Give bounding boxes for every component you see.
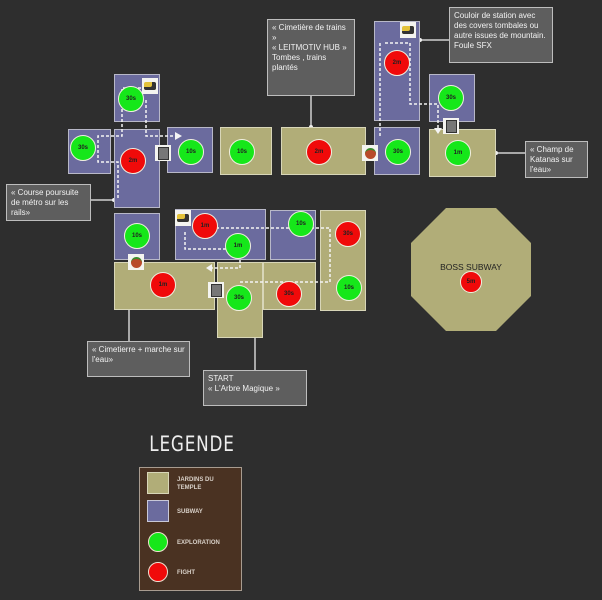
legend-exploration-swatch (148, 532, 168, 552)
fruit-icon (128, 254, 144, 270)
callout-cimetiere-trains: « Cimetière de trains » « LEITMOTIV HUB … (267, 19, 355, 96)
fight-marker: 1m (150, 272, 176, 298)
machine-icon (443, 118, 459, 134)
fight-marker: 30s (335, 221, 361, 247)
machine-icon (208, 282, 224, 298)
callout-start: START « L'Arbre Magique » (203, 370, 307, 406)
exploration-marker: 30s (70, 135, 96, 161)
fight-marker: 1m (192, 213, 218, 239)
weapon-icon (142, 78, 158, 94)
legend-title: LEGENDE (149, 432, 235, 456)
callout-couloir: Couloir de station avec des covers tomba… (449, 7, 553, 63)
exploration-marker: 10s (124, 223, 150, 249)
callout-katanas: « Champ de Katanas sur l'eau» (525, 141, 588, 178)
legend-label: EXPLORATION (177, 540, 220, 546)
exploration-marker: 1m (445, 140, 471, 166)
exploration-marker: 1m (225, 233, 251, 259)
fight-marker: 2m (120, 148, 146, 174)
exploration-marker: 30s (385, 139, 411, 165)
fight-marker: 30s (276, 281, 302, 307)
boss-fight-marker: 5m (460, 271, 482, 293)
fruit-icon (362, 145, 378, 161)
exploration-marker: 30s (118, 86, 144, 112)
fight-marker: 2m (306, 139, 332, 165)
boss-room-title: BOSS SUBWAY (440, 262, 502, 272)
legend-fight-swatch (148, 562, 168, 582)
legend-label: SUBWAY (177, 509, 203, 515)
legend-label: FIGHT (177, 570, 195, 576)
exploration-marker: 10s (336, 275, 362, 301)
fight-marker: 2m (384, 50, 410, 76)
callout-course: « Course poursuite de métro sur les rail… (6, 184, 91, 221)
machine-icon (155, 145, 171, 161)
legend-subway-swatch (147, 500, 169, 522)
exploration-marker: 10s (229, 139, 255, 165)
exploration-marker: 30s (226, 285, 252, 311)
legend-garden-swatch (147, 472, 169, 494)
exploration-marker: 30s (438, 85, 464, 111)
legend-label: JARDINS DU TEMPLE (177, 477, 214, 491)
callout-cimetierre-marche: « Cimetierre + marche sur l'eau» (87, 341, 190, 377)
exploration-marker: 10s (178, 139, 204, 165)
weapon-icon (175, 210, 191, 226)
exploration-marker: 10s (288, 211, 314, 237)
legend: JARDINS DU TEMPLE SUBWAY EXPLORATION FIG… (139, 467, 242, 591)
weapon-icon (400, 22, 416, 38)
